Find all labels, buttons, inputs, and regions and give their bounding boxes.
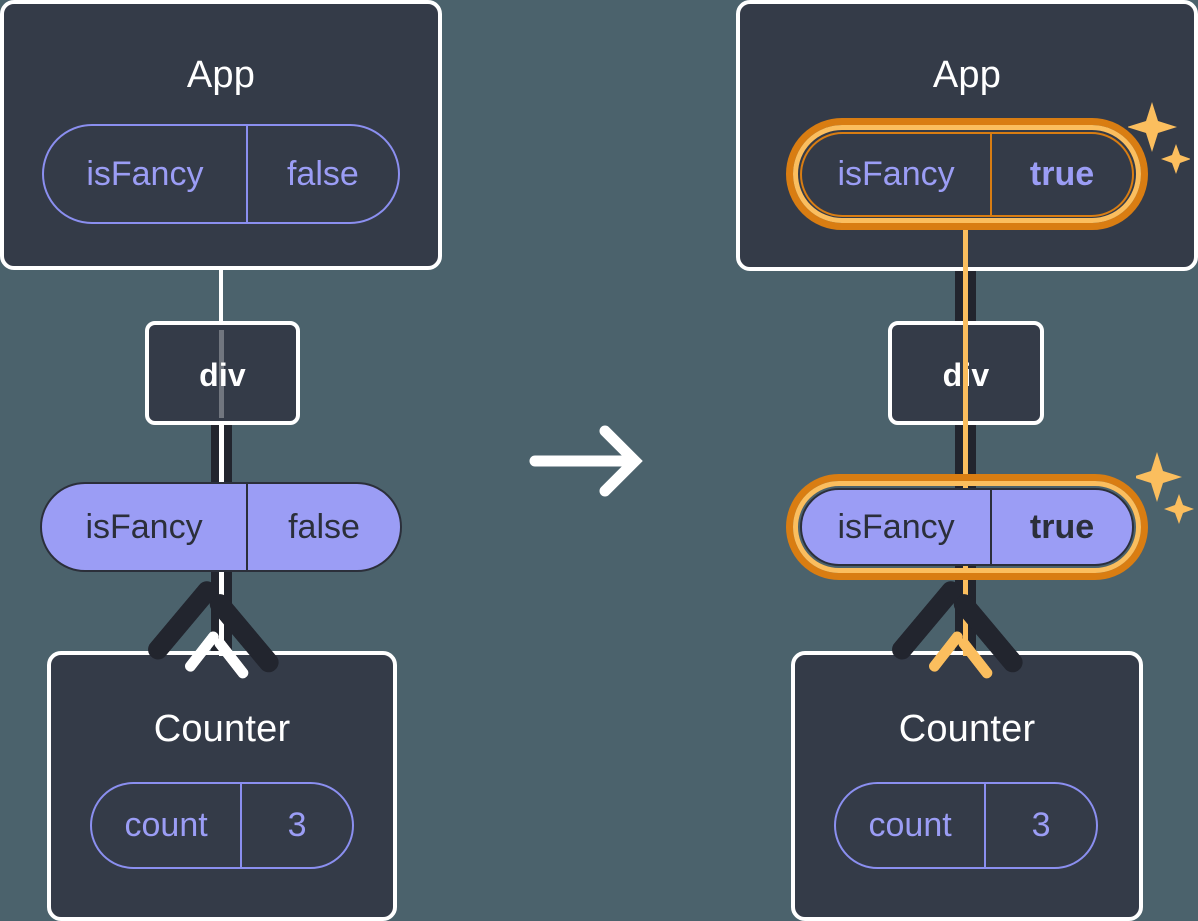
- prop-value-before: false: [246, 484, 400, 570]
- counter-title-before: Counter: [153, 708, 291, 750]
- counter-state-value-after: 3: [984, 784, 1096, 867]
- counter-state-pill-after[interactable]: count 3: [834, 782, 1098, 869]
- edge-ghost-div-before: [219, 330, 224, 418]
- sparkle-icon-app-after: [1127, 100, 1191, 180]
- prop-value-after: true: [990, 490, 1132, 564]
- prop-pill-after[interactable]: isFancy true: [800, 488, 1134, 566]
- prop-key-before: isFancy: [85, 507, 203, 546]
- counter-state-pill-before[interactable]: count 3: [90, 782, 354, 869]
- app-title-before: App: [186, 54, 256, 96]
- counter-state-key-before: count: [124, 806, 208, 844]
- app-state-value-after: true: [990, 134, 1132, 215]
- app-state-value-before: false: [245, 126, 398, 222]
- counter-state-value-before: 3: [240, 784, 352, 867]
- edge-ghost-div-after: [963, 330, 968, 418]
- app-state-key-before: isFancy: [86, 154, 204, 193]
- div-title-before: div: [199, 357, 246, 393]
- prop-pill-before[interactable]: isFancy false: [40, 482, 402, 572]
- app-title-after: App: [932, 54, 1002, 96]
- app-state-pill-after[interactable]: isFancy true: [800, 132, 1134, 217]
- edge-core-after: [963, 224, 968, 656]
- app-state-pill-before[interactable]: isFancy false: [42, 124, 400, 224]
- sparkle-icon-prop-after: [1132, 450, 1198, 530]
- counter-title-after: Counter: [898, 708, 1036, 750]
- counter-state-key-after: count: [868, 806, 952, 844]
- edge-app-to-div-before: [219, 268, 223, 326]
- div-node-before[interactable]: div: [145, 321, 300, 425]
- transition-arrow: [529, 425, 649, 497]
- prop-key-after: isFancy: [837, 507, 955, 546]
- app-state-key-after: isFancy: [837, 155, 955, 193]
